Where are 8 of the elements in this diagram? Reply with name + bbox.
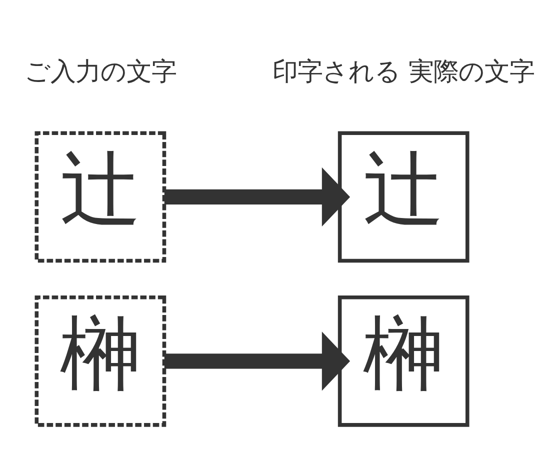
node-box: 辻 (338, 130, 470, 262)
arrow (164, 331, 350, 390)
node-box: 榊 (34, 294, 166, 426)
node-box: 榊 (338, 294, 470, 426)
label: ご入力の文字 (24, 56, 176, 86)
node-box: 辻 (34, 130, 166, 262)
label: 印字される 実際の文字 (272, 56, 535, 86)
arrow (164, 166, 350, 226)
